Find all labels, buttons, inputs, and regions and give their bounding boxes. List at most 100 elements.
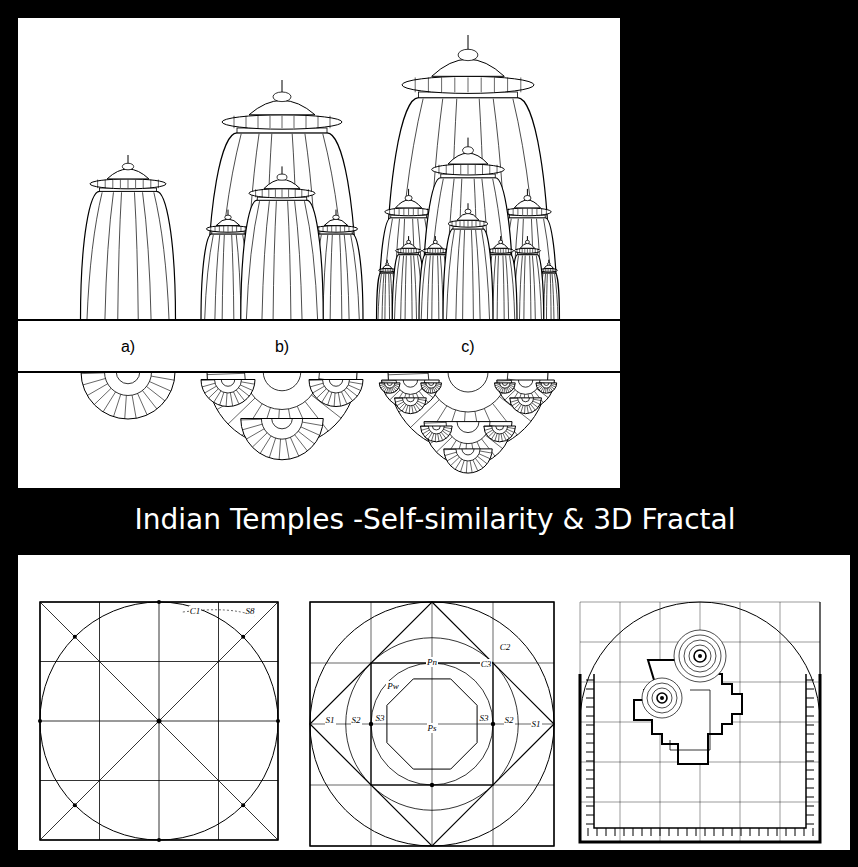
plan-ray — [290, 437, 298, 456]
shrine-circle — [684, 640, 716, 672]
kalasha — [273, 92, 291, 102]
tower-rib — [288, 201, 291, 320]
plan-ray — [479, 454, 490, 459]
tower-rib — [105, 192, 114, 320]
amalaka-rib — [427, 249, 428, 253]
plan-ray — [246, 429, 264, 439]
plan-ray — [507, 429, 514, 432]
amalaka-rib — [545, 269, 546, 272]
colonnade-tick — [696, 828, 697, 836]
dot — [491, 722, 495, 726]
amalaka-rib — [503, 249, 504, 253]
colonnade-tick — [777, 828, 778, 836]
plan-arc — [395, 398, 427, 414]
plan-ray — [533, 401, 540, 404]
tower-rib — [427, 256, 430, 320]
plan-ray — [313, 386, 325, 393]
colonnade-tick — [768, 828, 769, 836]
amalaka-rib — [522, 208, 523, 215]
tower-rib — [552, 274, 554, 320]
amalaka — [379, 268, 396, 272]
plan-ray — [451, 457, 460, 465]
plan-ray — [503, 433, 506, 440]
plan-ray — [512, 402, 519, 406]
finial — [336, 210, 337, 216]
tower-rib — [344, 235, 349, 320]
dot — [157, 600, 161, 604]
plan-ray — [415, 404, 420, 410]
amalaka — [222, 115, 342, 129]
top-panel — [18, 18, 620, 488]
tower-body — [386, 98, 551, 320]
plan-inner-arc — [215, 380, 242, 394]
amalaka-rib — [215, 226, 216, 232]
crown-dome — [264, 179, 300, 188]
amalaka-rib — [500, 249, 501, 253]
colonnade-tick — [588, 828, 589, 836]
plan-ray — [113, 394, 120, 416]
amalaka-rib — [282, 189, 283, 197]
amalaka-rib — [382, 269, 383, 272]
colonnade-tick — [586, 743, 594, 744]
amalaka-rib — [498, 249, 499, 253]
plan — [420, 426, 452, 442]
amalaka-rib — [537, 249, 538, 253]
plan — [379, 383, 400, 393]
plan-ray — [226, 393, 228, 406]
tower-body — [443, 229, 493, 320]
amalaka-rib — [443, 249, 444, 253]
plan-ray — [132, 395, 136, 418]
colonnade-tick — [586, 689, 594, 690]
plan-ray — [447, 455, 457, 461]
kalasha — [333, 215, 339, 219]
crown-dome — [457, 213, 479, 220]
amalaka-rib — [520, 77, 521, 92]
tower-rib — [215, 235, 220, 320]
dot — [276, 719, 280, 723]
shrine-circle — [679, 635, 721, 677]
tower-rib — [394, 256, 399, 320]
colonnade-tick — [678, 828, 679, 836]
amalaka-rib — [432, 249, 433, 253]
amalaka-rib — [282, 116, 283, 128]
finial — [468, 138, 469, 147]
amalaka-rib — [390, 269, 391, 272]
plan-ray — [138, 393, 148, 414]
symbol-label: S3 — [375, 713, 386, 723]
tower-rib — [555, 274, 558, 320]
colonnade-tick — [586, 707, 594, 708]
plan-ray — [414, 405, 417, 412]
amalaka-rib — [517, 208, 518, 215]
plan-inner-arc — [387, 383, 392, 386]
amalaka-rib — [460, 165, 461, 174]
amalaka-rib — [105, 180, 106, 189]
plan-ray — [397, 402, 404, 406]
inner-circle — [371, 663, 493, 785]
plan-ray — [202, 383, 215, 387]
colonnade-tick — [813, 828, 814, 836]
circle — [310, 602, 554, 846]
plan-arc — [421, 383, 442, 393]
grid-line — [780, 602, 781, 842]
plan — [510, 398, 542, 414]
plan-inner-arc — [462, 449, 474, 455]
plan-ray — [87, 384, 107, 396]
tower-rib — [222, 235, 224, 320]
amalaka-rib — [400, 249, 401, 253]
plan-ray — [475, 458, 482, 468]
kalasha — [465, 209, 471, 214]
square — [310, 602, 554, 846]
plan-ray — [421, 383, 426, 384]
colonnade-tick — [806, 716, 814, 717]
plan-inner-arc — [518, 380, 532, 387]
plan-inner-arc — [456, 449, 480, 461]
amalaka-rib — [389, 208, 390, 215]
amalaka-rib — [437, 249, 438, 253]
plan-ray — [470, 461, 472, 473]
plan-ray — [529, 405, 532, 412]
amalaka-rib — [536, 208, 537, 215]
colonnade-tick — [586, 815, 594, 816]
shikhara — [386, 35, 551, 320]
dot — [430, 783, 434, 787]
square — [40, 602, 278, 840]
